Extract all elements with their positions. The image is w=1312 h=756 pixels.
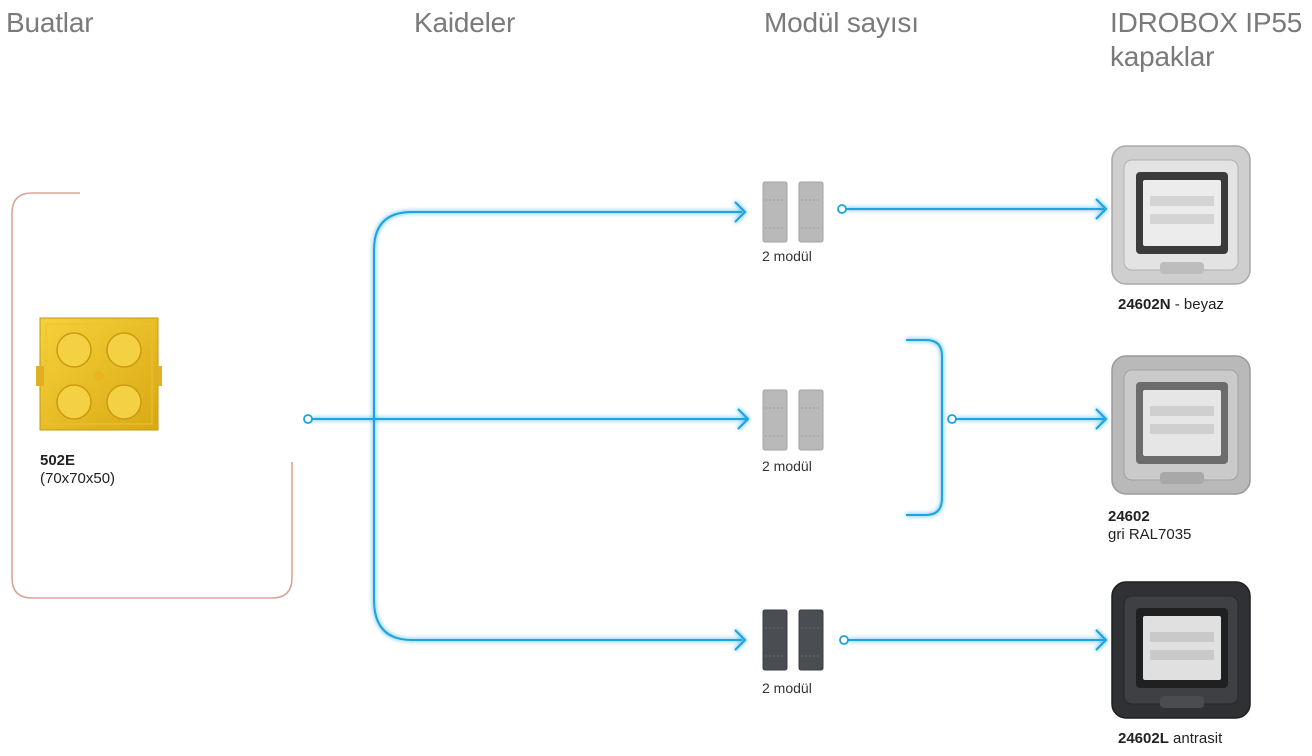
module-label-2: 2 modül [762, 458, 812, 474]
cover-code-3: 24602L [1118, 730, 1169, 747]
node-row3 [839, 635, 849, 645]
module-pair-3 [762, 609, 824, 671]
cover-label-1: 24602N - beyaz [1118, 296, 1224, 314]
cover-label-2: 24602 gri RAL7035 [1108, 508, 1191, 544]
box-bracket [11, 192, 293, 599]
cover-sep-1: - [1170, 296, 1184, 313]
header-kapaklar: IDROBOX IP55 kapaklar [1110, 6, 1310, 74]
box-code: 502E [40, 452, 76, 469]
header-buatlar: Buatlar [6, 7, 94, 38]
flow-lines [312, 198, 1108, 651]
cover-desc-2: gri RAL7035 [1108, 526, 1192, 543]
cover-24602l-image [1111, 581, 1251, 719]
cover-label-3: 24602L antrasit [1118, 730, 1222, 748]
module-pair-1 [762, 181, 824, 243]
box-502e-image [36, 317, 162, 431]
cover-code-1: 24602N [1118, 296, 1171, 313]
cover-desc-3: antrasit [1173, 730, 1223, 747]
flow-bracket [906, 339, 943, 516]
header-kaideler: Kaideler [414, 7, 516, 38]
node-row1 [837, 204, 847, 214]
header-kapaklar-line1: IDROBOX IP55 [1110, 7, 1303, 38]
header-kapaklar-line2: kapaklar [1110, 41, 1215, 72]
node-row2 [947, 414, 957, 424]
module-label-3: 2 modül [762, 680, 812, 696]
node-start [303, 414, 313, 424]
cover-24602-image [1111, 355, 1251, 495]
cover-24602n-image [1111, 145, 1251, 285]
module-pair-2 [762, 389, 824, 451]
cover-desc-1: beyaz [1183, 296, 1224, 313]
box-label: 502E (70x70x50) [40, 452, 115, 488]
flow-branch [373, 211, 742, 641]
cover-code-2: 24602 [1108, 508, 1150, 525]
module-label-1: 2 modül [762, 248, 812, 264]
header-modul-sayisi: Modül sayısı [764, 7, 919, 38]
box-dims: (70x70x50) [40, 470, 116, 487]
